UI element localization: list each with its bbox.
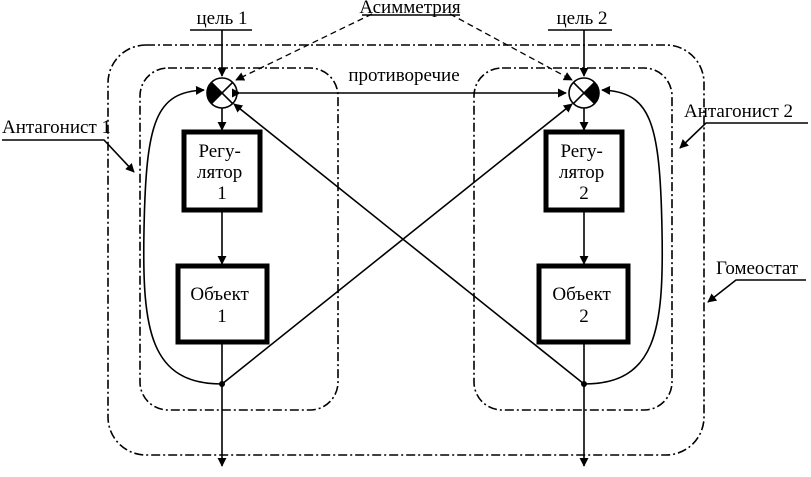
regulator-1-line1: Регу- — [198, 141, 240, 162]
object-2-line1: Объект — [552, 284, 611, 305]
svg-text:Регу- лятор 1: Регу- лятор 1 — [197, 141, 247, 204]
object-2-line2: 2 — [579, 306, 589, 327]
homeostat-boundary — [107, 44, 705, 456]
feedback-loop-1 — [142, 85, 223, 385]
cross-link-obj2-to-comp1 — [233, 103, 585, 385]
object-1-box — [175, 263, 270, 345]
antagonist-1-label: Антагонист 1 — [2, 117, 111, 138]
regulator-2-line2: лятор — [559, 162, 604, 183]
regulator-2-line3: 2 — [579, 183, 589, 204]
object-2-box — [536, 263, 631, 345]
object-1-line2: 1 — [217, 306, 227, 327]
feedback-loop-2 — [583, 85, 664, 385]
antagonist-2-label: Антагонист 2 — [684, 101, 793, 122]
comparator-2 — [568, 77, 600, 109]
antagonist-2-boundary — [473, 67, 673, 411]
svg-text:Объект 2: Объект 2 — [552, 284, 615, 327]
antagonist-2-leader — [679, 122, 808, 149]
cross-link-obj1-to-comp2 — [221, 103, 573, 385]
regulator-1-box — [181, 129, 263, 213]
antagonist-1-leader — [2, 139, 135, 173]
regulator-1-line3: 1 — [217, 183, 227, 204]
homeostat-label: Гомеостат — [716, 258, 799, 279]
goal-1-label: цель 1 — [197, 8, 248, 29]
svg-text:Регу- лятор 2: Регу- лятор 2 — [559, 141, 609, 204]
asymmetry-label: Асимметрия — [359, 0, 461, 18]
asymmetry-arrow-right — [449, 13, 573, 81]
regulator-1-line2: лятор — [197, 162, 242, 183]
homeostat-leader — [707, 279, 806, 303]
object-1-line1: Объект — [190, 284, 249, 305]
regulator-2-line1: Регу- — [560, 141, 602, 162]
comparator-1 — [206, 77, 238, 109]
asymmetry-arrow-left — [235, 13, 373, 81]
svg-text:Объект 1: Объект 1 — [190, 284, 253, 327]
antagonist-1-boundary — [139, 67, 339, 411]
regulator-2-box — [543, 129, 625, 213]
goal-2-label: цель 2 — [557, 8, 608, 29]
contradiction-label: противоречие — [348, 65, 459, 86]
